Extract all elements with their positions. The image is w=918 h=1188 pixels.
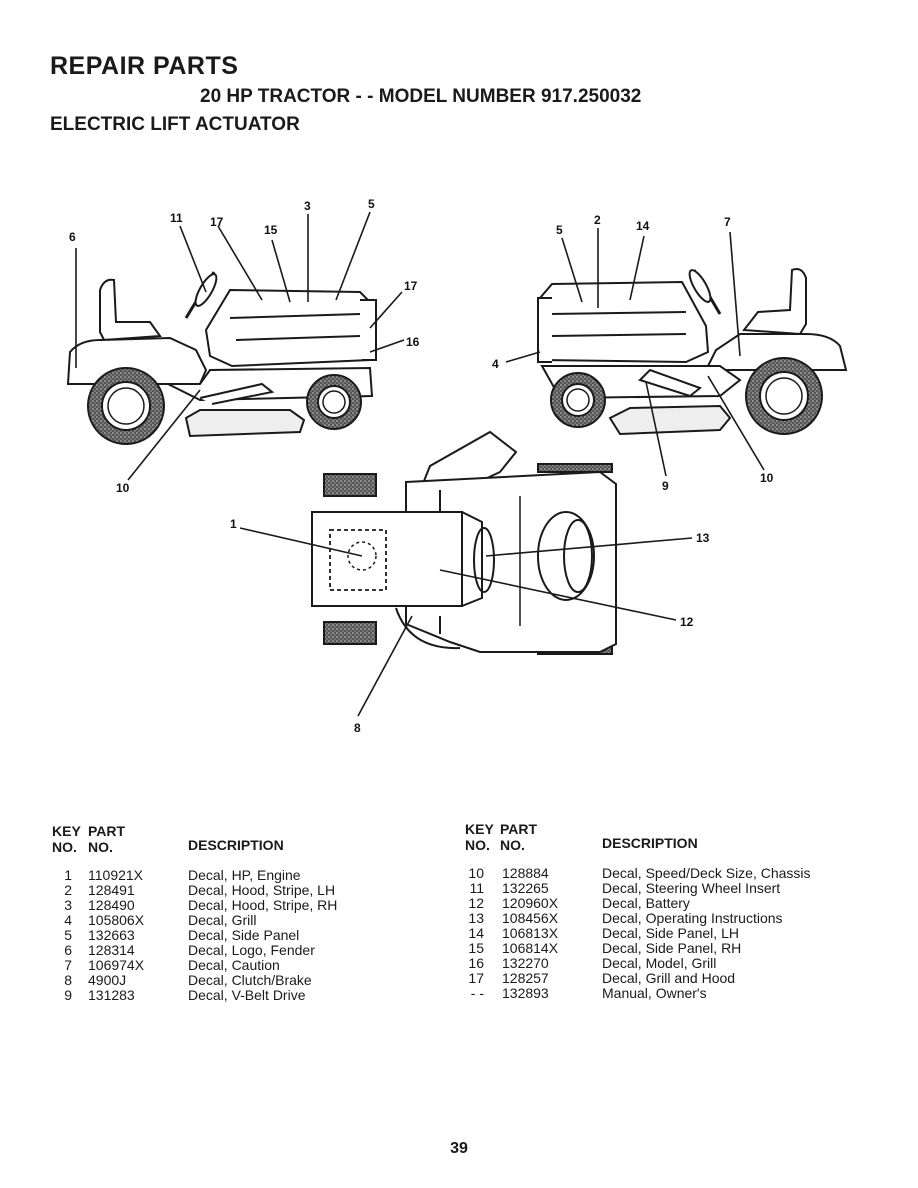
callout-6: 6 (69, 230, 76, 244)
page-title: REPAIR PARTS (50, 52, 239, 80)
callout-12: 12 (680, 615, 694, 629)
callout-15: 15 (264, 223, 278, 237)
callout-17: 17 (210, 215, 224, 229)
part-header-bottom: NO. (88, 839, 113, 855)
description-header: DESCRIPTION (188, 837, 284, 853)
callout-10: 10 (760, 471, 774, 485)
model-subtitle: 20 HP TRACTOR - - MODEL NUMBER 917.25003… (200, 86, 642, 107)
page-number: 39 (450, 1140, 468, 1157)
callout-14: 14 (636, 219, 650, 233)
callout-9: 9 (662, 479, 669, 493)
key-header-bottom: NO. (465, 837, 490, 853)
callout-1: 1 (230, 517, 237, 531)
part-header-bottom: NO. (500, 837, 525, 853)
decal-location-diagram: 6 11 17 15 3 5 17 16 10 5 2 14 7 4 9 10 … (66, 197, 848, 735)
callout-16: 16 (406, 335, 420, 349)
section-title: ELECTRIC LIFT ACTUATOR (50, 114, 300, 135)
tractor-top-view (311, 430, 617, 655)
callout-2: 2 (594, 213, 601, 227)
key-header-top: KEY (465, 821, 494, 837)
tractor-right-side-view (66, 271, 377, 445)
callout-8: 8 (354, 721, 361, 735)
part-header-top: PART (88, 823, 126, 839)
callout-3: 3 (304, 199, 311, 213)
part-header-top: PART (500, 821, 538, 837)
leader-lines (75, 211, 765, 717)
callout-17: 17 (404, 279, 418, 293)
callout-10: 10 (116, 481, 130, 495)
key-header-top: KEY (52, 823, 81, 839)
description-header: DESCRIPTION (602, 835, 698, 851)
callout-labels: 6 11 17 15 3 5 17 16 10 5 2 14 7 4 9 10 … (69, 197, 774, 735)
callout-5: 5 (368, 197, 375, 211)
callout-13: 13 (696, 531, 710, 545)
callout-4: 4 (492, 357, 499, 371)
callout-11: 11 (170, 211, 183, 225)
callout-5: 5 (556, 223, 563, 237)
tractor-left-side-view (537, 268, 848, 436)
key-header-bottom: NO. (52, 839, 77, 855)
callout-7: 7 (724, 215, 731, 229)
